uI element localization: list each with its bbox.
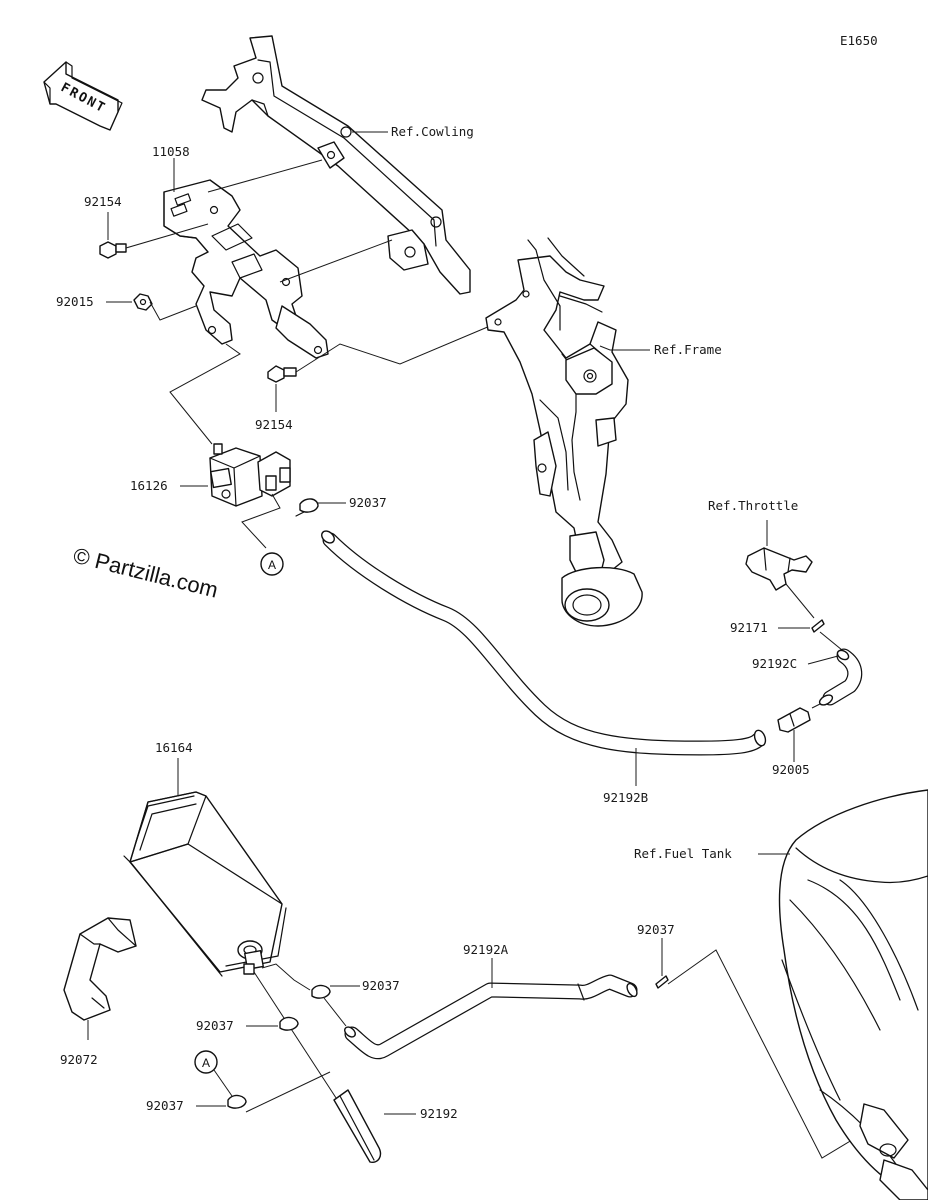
part-92154-lower-label: 92154 <box>255 417 293 432</box>
part-92072-label: 92072 <box>60 1052 98 1067</box>
part-11058-label: 11058 <box>152 144 190 159</box>
canister-16164-drawing <box>123 791 287 977</box>
strap-92072-drawing <box>63 917 137 1021</box>
diagram-id: E1650 <box>840 33 878 48</box>
hose-92192c-drawing <box>818 648 863 706</box>
hose-92192-drawing <box>253 971 382 1163</box>
hose-92192b-drawing <box>321 530 767 756</box>
front-arrow-icon: FRONT <box>43 61 123 131</box>
part-92037-bottom-label: 92037 <box>146 1098 184 1113</box>
ref-cowling-label: Ref.Cowling <box>391 124 474 139</box>
valve-16126-drawing <box>209 443 291 507</box>
clamp-92037-bottom-icon <box>227 1094 247 1109</box>
clamp-92171-icon <box>811 619 825 633</box>
part-92037-right-label: 92037 <box>637 922 675 937</box>
connector-marker-a-lower-label: A <box>202 1056 210 1070</box>
watermark: © Partzilla.com <box>71 543 221 603</box>
part-92005-label: 92005 <box>772 762 810 777</box>
hose-92192a-drawing <box>344 974 638 1060</box>
bracket-11058-drawing <box>163 179 329 359</box>
ref-throttle-label: Ref.Throttle <box>708 498 798 513</box>
bolt-92154-lower-icon <box>267 365 297 383</box>
ref-fuel-tank-label: Ref.Fuel Tank <box>634 846 732 861</box>
part-92192c-label: 92192C <box>752 656 797 671</box>
bolt-92154-upper-icon <box>99 241 127 259</box>
cowling-stay-drawing <box>201 35 471 295</box>
part-92037-upper-label: 92037 <box>349 495 387 510</box>
fitting-92005-icon <box>777 707 811 733</box>
clamp-92037-upper-icon <box>295 498 319 517</box>
part-92171-label: 92171 <box>730 620 768 635</box>
part-92154-upper-label: 92154 <box>84 194 122 209</box>
connector-marker-a-lower: A <box>194 1050 218 1074</box>
part-92015-label: 92015 <box>56 294 94 309</box>
part-92037-lower-label: 92037 <box>196 1018 234 1033</box>
part-92037-mid-label: 92037 <box>362 978 400 993</box>
part-92192b-label: 92192B <box>603 790 648 805</box>
part-92192-label: 92192 <box>420 1106 458 1121</box>
clamp-92037-lower-icon <box>279 1016 299 1031</box>
part-92192a-label: 92192A <box>463 942 509 957</box>
nut-92015-icon <box>133 293 153 311</box>
frame-drawing <box>485 237 643 627</box>
throttle-fitting-drawing <box>745 547 813 591</box>
fuel-tank-drawing <box>778 789 928 1200</box>
clamp-92037-right-icon <box>655 975 669 989</box>
ref-frame-label: Ref.Frame <box>654 342 722 357</box>
connector-marker-a-upper-label: A <box>268 558 276 572</box>
clamp-92037-mid-icon <box>311 984 331 999</box>
part-16126-label: 16126 <box>130 478 168 493</box>
part-16164-label: 16164 <box>155 740 193 755</box>
connector-marker-a-upper: A <box>260 552 284 576</box>
